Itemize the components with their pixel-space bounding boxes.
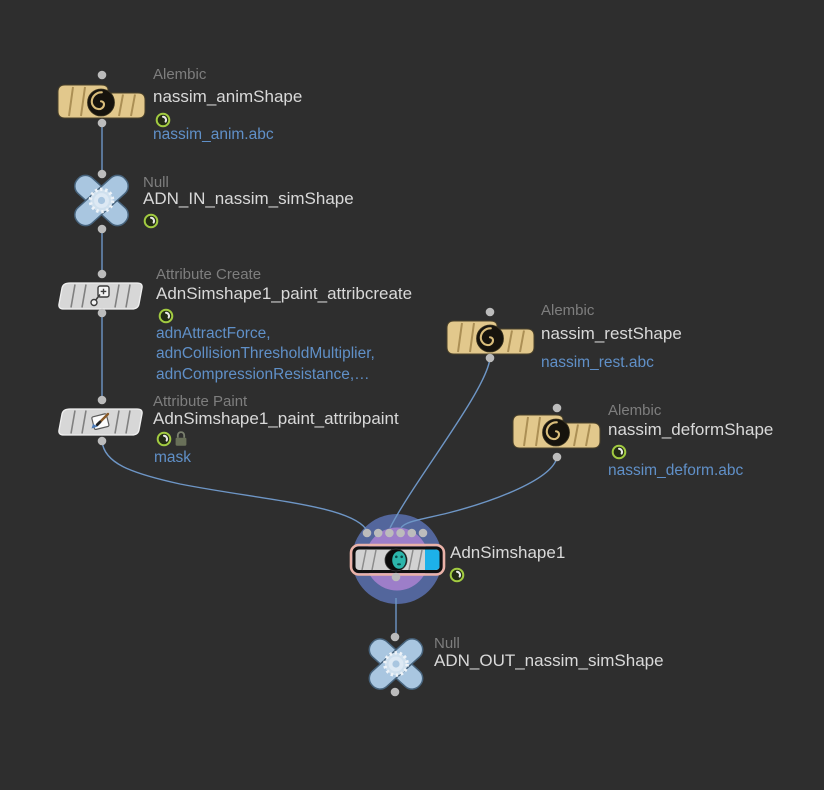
node-comment: adnCompressionResistance,… [156, 366, 370, 383]
adnsimshape1-node-shape[interactable] [349, 543, 446, 576]
node-type-label: Attribute Create [156, 266, 262, 283]
node-type-label: Alembic [153, 66, 207, 83]
node-comment: adnCollisionThresholdMultiplier, [156, 345, 375, 362]
badges [143, 112, 627, 583]
simshape-face-icon [384, 548, 408, 572]
node-comment: nassim_deform.abc [608, 462, 744, 479]
wire-deform-to-simshape[interactable] [400, 456, 558, 529]
node-name-label[interactable]: AdnSimshape1_paint_attribpaint [153, 409, 399, 428]
node-comment: mask [154, 449, 192, 466]
attribute-paint-icon [91, 412, 110, 431]
attribute-create-icon [90, 285, 110, 307]
node-name-label[interactable]: AdnSimshape1 [450, 543, 566, 562]
node-comment: nassim_rest.abc [541, 354, 654, 371]
wire-attribpaint-to-simshape[interactable] [101, 440, 367, 530]
node-name-label[interactable]: AdnSimshape1_paint_attribcreate [156, 284, 413, 303]
node-type-label: Alembic [541, 302, 595, 319]
node-name-label[interactable]: ADN_IN_nassim_simShape [143, 189, 354, 208]
node-type-label: Attribute Paint [153, 393, 248, 410]
node-comment: adnAttractForce, [156, 325, 271, 342]
node-name-label[interactable]: nassim_animShape [153, 87, 303, 106]
lock-icon [175, 431, 187, 446]
wire-rest-to-simshape[interactable] [389, 357, 491, 529]
node-type-label: Null [434, 635, 460, 652]
node-name-label[interactable]: nassim_restShape [541, 324, 682, 343]
node-name-label[interactable]: nassim_deformShape [608, 420, 774, 439]
node-type-label: Null [143, 174, 169, 191]
node-type-label: Alembic [608, 402, 662, 419]
node-comment: nassim_anim.abc [153, 126, 274, 143]
node-name-label[interactable]: ADN_OUT_nassim_simShape [434, 651, 664, 670]
